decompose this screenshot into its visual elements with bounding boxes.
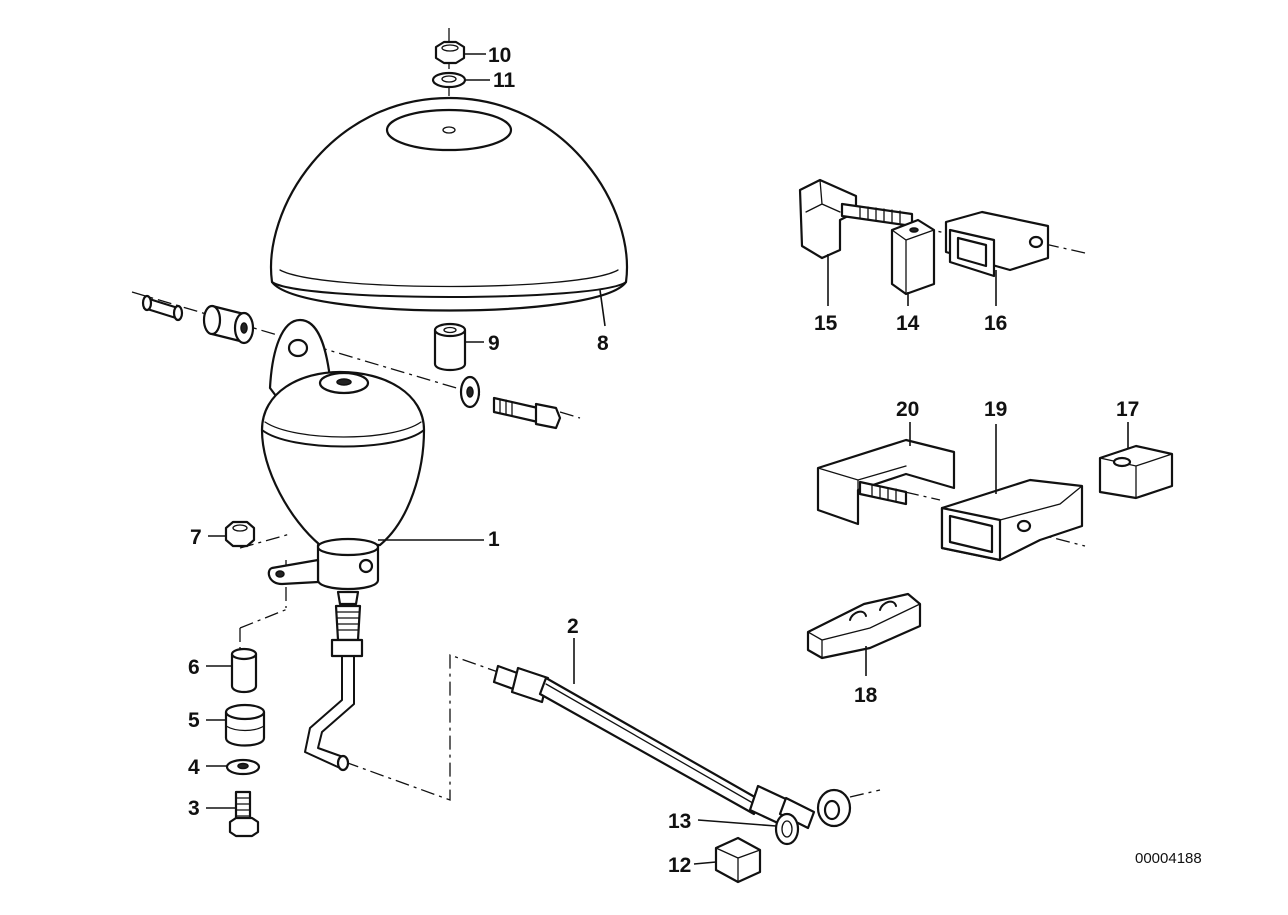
callout-20: 20: [896, 398, 919, 421]
callout-1: 1: [488, 528, 500, 551]
clamp-part-15: [798, 178, 914, 260]
clamp-housing-part-16: [944, 210, 1050, 278]
clamp-assembly-part-19: [940, 478, 1084, 562]
sealing-ring-part-13: [774, 812, 800, 846]
spacer-part-9: [433, 322, 467, 372]
callout-19: 19: [984, 398, 1007, 421]
callout-4: 4: [188, 756, 200, 779]
dome-cover-part-8: [269, 96, 629, 312]
washer-part-4: [225, 758, 261, 776]
cap-part-12: [714, 836, 762, 884]
callout-18: 18: [854, 684, 878, 707]
callout-11: 11: [493, 69, 516, 92]
washer-part-11: [431, 71, 467, 89]
rubber-mount-left: [202, 304, 255, 345]
leader-lines: [206, 53, 1129, 865]
callout-6: 6: [188, 656, 200, 679]
clip-part-20: [816, 438, 956, 526]
callout-10: 10: [488, 44, 511, 67]
callout-15: 15: [814, 312, 838, 335]
callout-3: 3: [188, 797, 200, 820]
holder-part-18: [806, 592, 922, 660]
callout-7: 7: [190, 526, 202, 549]
nut-part-7: [224, 520, 256, 548]
callout-5: 5: [188, 709, 200, 732]
document-number: 00004188: [1135, 850, 1202, 867]
nut-part-10: [434, 40, 466, 65]
rubber-mount-part-5: [224, 703, 266, 747]
sleeve-left: [141, 294, 184, 322]
callout-2: 2: [567, 615, 579, 638]
insert-part-17: [1098, 444, 1174, 500]
hose-part-2: [492, 664, 852, 830]
callout-17: 17: [1116, 398, 1139, 421]
callout-labels: 10 11 9 8 1 7 6 5 4 3 2 13 12 15 14 16 2…: [188, 44, 1139, 877]
accumulator-part-1: [260, 318, 426, 772]
insert-part-14: [890, 218, 936, 296]
callout-14: 14: [896, 312, 920, 335]
callout-13: 13: [668, 810, 691, 833]
bolt-part-3: [228, 790, 260, 838]
callout-12: 12: [668, 854, 691, 877]
callout-9: 9: [488, 332, 500, 355]
sleeve-part-6: [230, 647, 258, 694]
callout-8: 8: [597, 332, 609, 355]
callout-16: 16: [984, 312, 1007, 335]
washer-bolt: [459, 375, 562, 430]
